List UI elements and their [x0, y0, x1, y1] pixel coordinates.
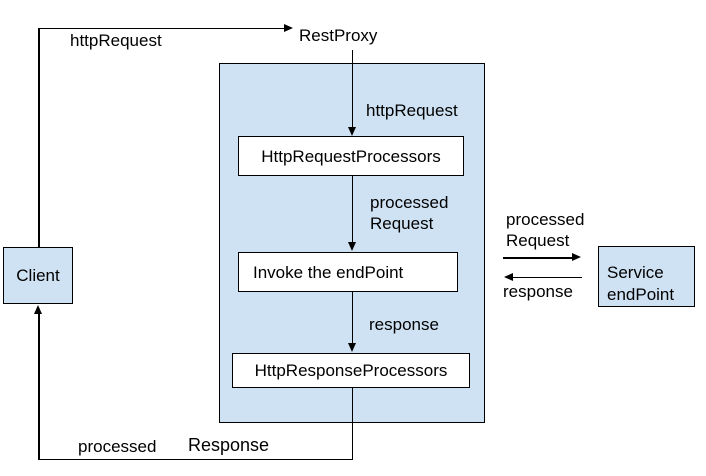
invoke-endpoint-node: Invoke the endPoint	[238, 252, 458, 292]
processors-to-invoke-arrowhead	[347, 242, 356, 251]
edge-label-processed-request-right-line2: Request	[506, 231, 570, 250]
service-endpoint-node: Service endPoint	[598, 246, 695, 307]
client-label: Client	[16, 266, 60, 285]
edge-label-processed-response-word1: processed	[78, 437, 157, 456]
service-to-container-arrowhead	[504, 272, 513, 281]
edge-label-response-right: response	[503, 282, 573, 301]
container-to-service-line	[503, 257, 573, 259]
service-endpoint-label-line1: Service	[607, 263, 664, 282]
processors-to-invoke-line	[351, 176, 353, 243]
rest-proxy-label: RestProxy	[299, 26, 378, 45]
service-endpoint-label: Service endPoint	[599, 247, 674, 306]
invoke-to-response-processors-line	[351, 292, 353, 344]
restproxy-to-processors-line	[351, 50, 353, 128]
edge-label-response-inner: response	[369, 315, 439, 334]
client-node: Client	[3, 247, 73, 304]
http-response-processors-label: HttpResponseProcessors	[254, 361, 448, 380]
response-to-client-line-up	[38, 313, 40, 460]
edge-label-processed-request-inner-line2: Request	[370, 214, 434, 233]
edge-label-http-request-top: httpRequest	[70, 31, 162, 50]
http-request-processors-node: HttpRequestProcessors	[238, 136, 464, 176]
response-to-client-line-down	[351, 388, 353, 460]
edge-label-http-request-inner: httpRequest	[366, 101, 458, 120]
invoke-to-response-processors-arrowhead	[347, 343, 356, 352]
service-endpoint-label-line2: endPoint	[607, 285, 675, 304]
http-response-processors-node: HttpResponseProcessors	[232, 353, 470, 388]
edge-label-processed-response-word2: Response	[188, 435, 270, 455]
container-to-service-arrowhead	[572, 253, 581, 261]
http-request-processors-label: HttpRequestProcessors	[261, 146, 441, 166]
client-to-restproxy-arrowhead	[284, 23, 293, 32]
restproxy-to-processors-arrowhead	[347, 127, 356, 136]
response-to-client-arrowhead	[34, 305, 42, 314]
client-to-restproxy-line-vertical	[38, 28, 40, 247]
service-to-container-line	[512, 276, 582, 278]
edge-label-processed-request-right-line1: processed	[506, 210, 585, 229]
invoke-endpoint-label: Invoke the endPoint	[253, 262, 404, 282]
client-to-restproxy-line-horizontal	[38, 27, 284, 29]
edge-label-processed-request-inner-line1: processed	[370, 193, 449, 212]
response-to-client-line-horizontal	[38, 458, 353, 460]
